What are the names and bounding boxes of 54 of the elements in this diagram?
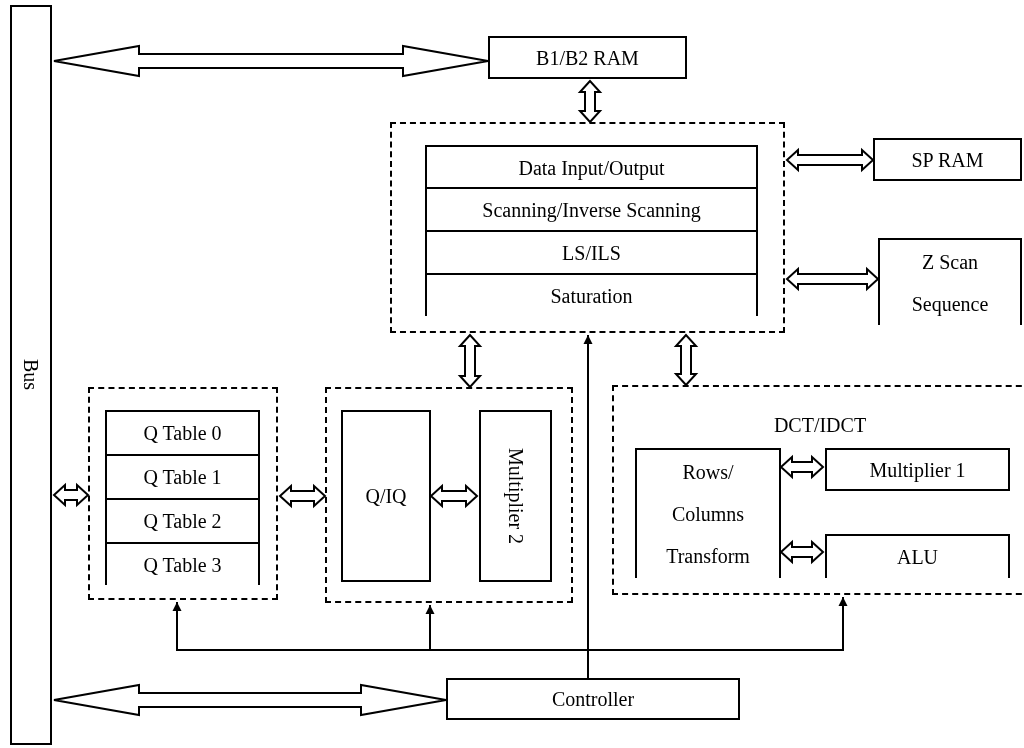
group-title: DCT/IDCT: [772, 413, 868, 437]
node-label: Rows/ Columns Transform: [665, 460, 751, 569]
node-label: Scanning/Inverse Scanning: [482, 197, 701, 222]
double-arrow: [52, 482, 90, 508]
node-label: Q/IQ: [365, 484, 407, 508]
table-row: [105, 542, 260, 585]
double-arrow: [779, 454, 825, 480]
double-arrow: [53, 44, 489, 78]
module-group: [612, 385, 1024, 595]
node-label: Controller: [551, 687, 635, 711]
control-arrow: [587, 596, 848, 679]
node-label: ALU: [896, 545, 939, 569]
node-label: Saturation: [550, 283, 633, 308]
double-arrow: [779, 539, 825, 565]
module-group: [325, 387, 573, 603]
node-label: Q Table 1: [143, 465, 222, 489]
module-group: [88, 387, 278, 600]
node-label: Q Table 2: [143, 509, 222, 533]
double-arrow: [785, 147, 875, 173]
double-arrow: [53, 683, 447, 717]
double-arrow: [429, 483, 479, 509]
table-row: [105, 498, 260, 542]
bus-bar: [10, 5, 52, 745]
sequence-box: [878, 238, 1022, 325]
node-label: Q Table 3: [143, 552, 222, 577]
double-arrow: [457, 333, 483, 389]
node-label: Bus: [19, 359, 43, 391]
double-arrow: [785, 266, 880, 292]
process-box: [825, 448, 1010, 491]
node-label: SP RAM: [911, 147, 984, 172]
process-box: [479, 410, 552, 582]
double-arrow: [577, 79, 603, 124]
table-row: [105, 410, 260, 454]
stage-row: [425, 145, 758, 188]
stage-row: [425, 273, 758, 316]
double-arrow: [673, 333, 699, 387]
node-label: LS/ILS: [562, 240, 621, 265]
double-arrow: [278, 483, 327, 509]
node-label: Multiplier 1: [869, 457, 966, 482]
process-box: [825, 534, 1010, 578]
table-row: [105, 454, 260, 498]
node-label: B1/B2 RAM: [536, 45, 639, 70]
node-label: Data Input/Output: [518, 155, 665, 180]
memory-box: [873, 138, 1022, 181]
process-box: [341, 410, 431, 582]
node-label: Z Scan Sequence: [910, 249, 990, 318]
controller-box: [446, 678, 740, 720]
memory-box: [488, 36, 687, 79]
node-label: Multiplier 2: [503, 447, 528, 545]
stage-row: [425, 187, 758, 230]
node-label: Q Table 0: [143, 421, 222, 445]
module-group: [390, 122, 785, 333]
stage-row: [425, 230, 758, 273]
process-box: [635, 448, 781, 578]
